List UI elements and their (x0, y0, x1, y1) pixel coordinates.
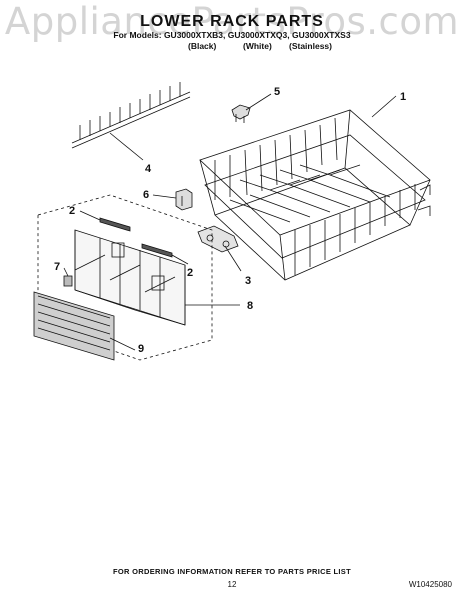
part-6-clip (175, 188, 193, 211)
part-7-tab (63, 275, 73, 287)
finish-stainless: (Stainless) (289, 41, 332, 51)
finish-white: (White) (243, 41, 272, 51)
part-4-rail (71, 82, 191, 149)
callout-1: 1 (400, 91, 406, 103)
callout-5: 5 (274, 86, 280, 98)
callout-2a: 2 (69, 205, 75, 217)
finish-black: (Black) (188, 41, 217, 51)
callout-6: 6 (143, 189, 149, 201)
part-1-lower-rack (199, 109, 431, 281)
part-8-basket (74, 229, 186, 326)
callout-2b: 2 (187, 267, 193, 279)
models-line: For Models: GU3000XTXB3, GU3000XTXQ3, GU… (113, 30, 351, 40)
watermark: AppliancePartsPros.com (4, 0, 460, 43)
callout-3: 3 (245, 275, 251, 287)
callout-8: 8 (247, 300, 253, 312)
callout-labels: 1 2 2 3 4 5 6 7 8 9 (54, 86, 406, 355)
part-2-lid-bottom (141, 243, 173, 258)
document-number: W10425080 (408, 580, 452, 589)
page-title: LOWER RACK PARTS (140, 13, 324, 30)
part-2-lid-top (99, 217, 131, 232)
callout-7: 7 (54, 261, 60, 273)
page-number: 12 (227, 580, 237, 589)
callout-9: 9 (138, 343, 144, 355)
ordering-note: FOR ORDERING INFORMATION REFER TO PARTS … (113, 567, 351, 576)
part-5-clip (231, 104, 251, 123)
callout-4: 4 (145, 163, 152, 175)
part-9-cover (33, 291, 115, 361)
part-3-roller (197, 225, 239, 253)
